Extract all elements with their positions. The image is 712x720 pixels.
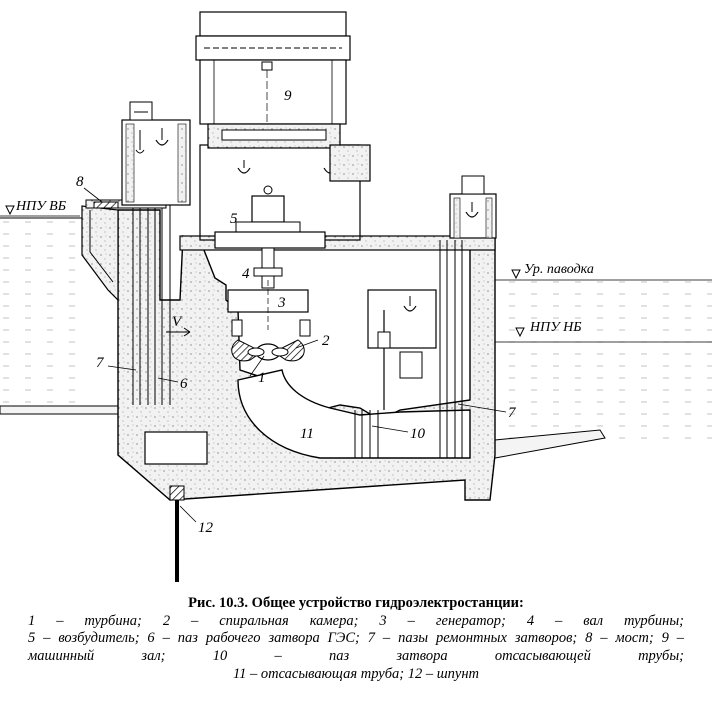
label-9: 9 (284, 88, 292, 104)
flow-arrow: V (166, 314, 191, 337)
label-7-downstream: 7 (508, 405, 517, 421)
flow-velocity-label: V (172, 314, 183, 330)
downstream-gantry-crane (449, 175, 497, 239)
machine-hall (195, 11, 371, 182)
label-7-intake: 7 (96, 355, 105, 371)
level-marker-upstream: НПУ ВБ (0, 199, 80, 217)
generator-unit (214, 185, 326, 337)
label-12: 12 (198, 520, 214, 536)
figure-caption-title: Рис. 10.3. Общее устройство гидроэлектро… (188, 595, 524, 611)
figure-legend-line-1: 1 – турбина; 2 – спиральная камера; 3 – … (28, 613, 684, 629)
intake-gate-slots (132, 205, 171, 405)
turbine-spiral-case (231, 339, 305, 362)
label-3: 3 (277, 295, 286, 311)
intake-gantry-crane (121, 101, 191, 206)
label-5: 5 (230, 211, 238, 227)
level-label-downstream: НПУ НБ (529, 320, 582, 335)
draft-tube (144, 369, 471, 465)
label-4: 4 (242, 266, 250, 282)
label-1: 1 (258, 370, 266, 386)
figure-legend-line-3: машинный зал; 10 – паз затвора отсасываю… (28, 648, 684, 664)
level-marker-downstream: НПУ НБ (515, 320, 582, 338)
level-marker-flood: Ур. паводка (511, 262, 594, 280)
sheet-pile (169, 485, 185, 582)
label-8: 8 (76, 174, 84, 190)
level-label-upstream: НПУ ВБ (15, 199, 66, 214)
label-6: 6 (180, 376, 188, 392)
leader-lines (83, 187, 507, 523)
label-11: 11 (300, 426, 314, 442)
downstream-water (495, 279, 712, 440)
draft-tube-gate-room (367, 289, 437, 410)
hydropower-plant-diagram: НПУ ВБ Ур. паводка НПУ НБ V 1 2 3 4 5 6 … (0, 11, 712, 582)
label-2: 2 (322, 333, 330, 349)
downstream-gate-slots (354, 240, 463, 458)
figure-legend-line-2: 5 – возбудитель; 6 – паз рабочего затвор… (28, 630, 684, 646)
figure-legend-line-4: 11 – отсасывающая труба; 12 – шпунт (232, 666, 480, 682)
level-label-flood: Ур. паводка (524, 262, 594, 277)
upstream-water (0, 217, 84, 408)
label-10: 10 (410, 426, 426, 442)
